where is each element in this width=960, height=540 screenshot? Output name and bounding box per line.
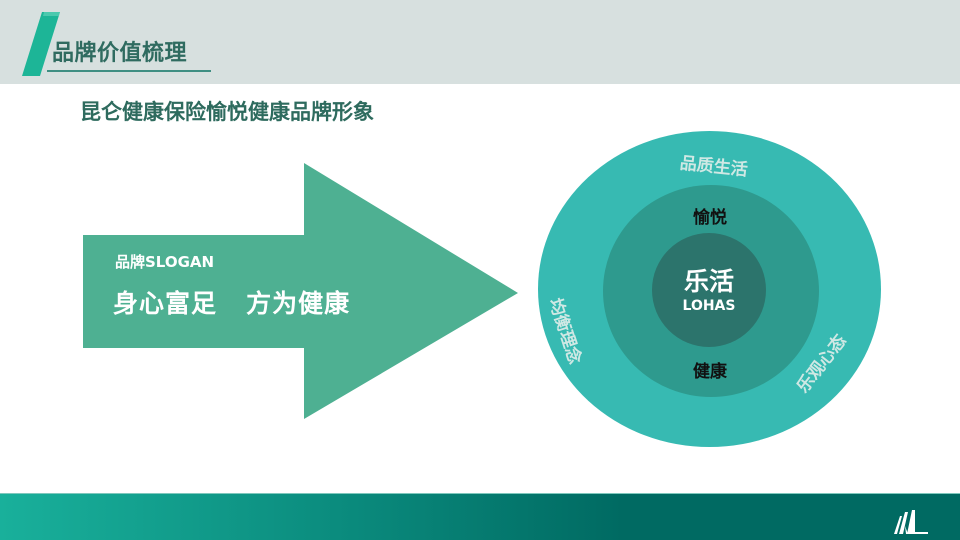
section-subtitle: 昆仑健康保险愉悦健康品牌形象 bbox=[80, 100, 374, 124]
arrow-shape bbox=[83, 163, 518, 419]
middle-label-joy: 愉悦 bbox=[693, 208, 727, 228]
page-title: 品牌价值梳理 bbox=[52, 41, 188, 66]
center-title: 乐活 bbox=[683, 267, 734, 296]
inner-circle bbox=[652, 233, 766, 347]
slogan-text: 身心富足 方为健康 bbox=[113, 289, 351, 318]
slogan-label: 品牌SLOGAN bbox=[115, 253, 215, 271]
center-subtitle: LOHAS bbox=[682, 298, 736, 314]
kunlun-logo-icon bbox=[894, 510, 928, 534]
middle-label-health: 健康 bbox=[693, 362, 727, 382]
header-accent-stripe-icon bbox=[22, 12, 60, 76]
footer-bar bbox=[0, 494, 960, 540]
title-underline bbox=[47, 70, 211, 72]
